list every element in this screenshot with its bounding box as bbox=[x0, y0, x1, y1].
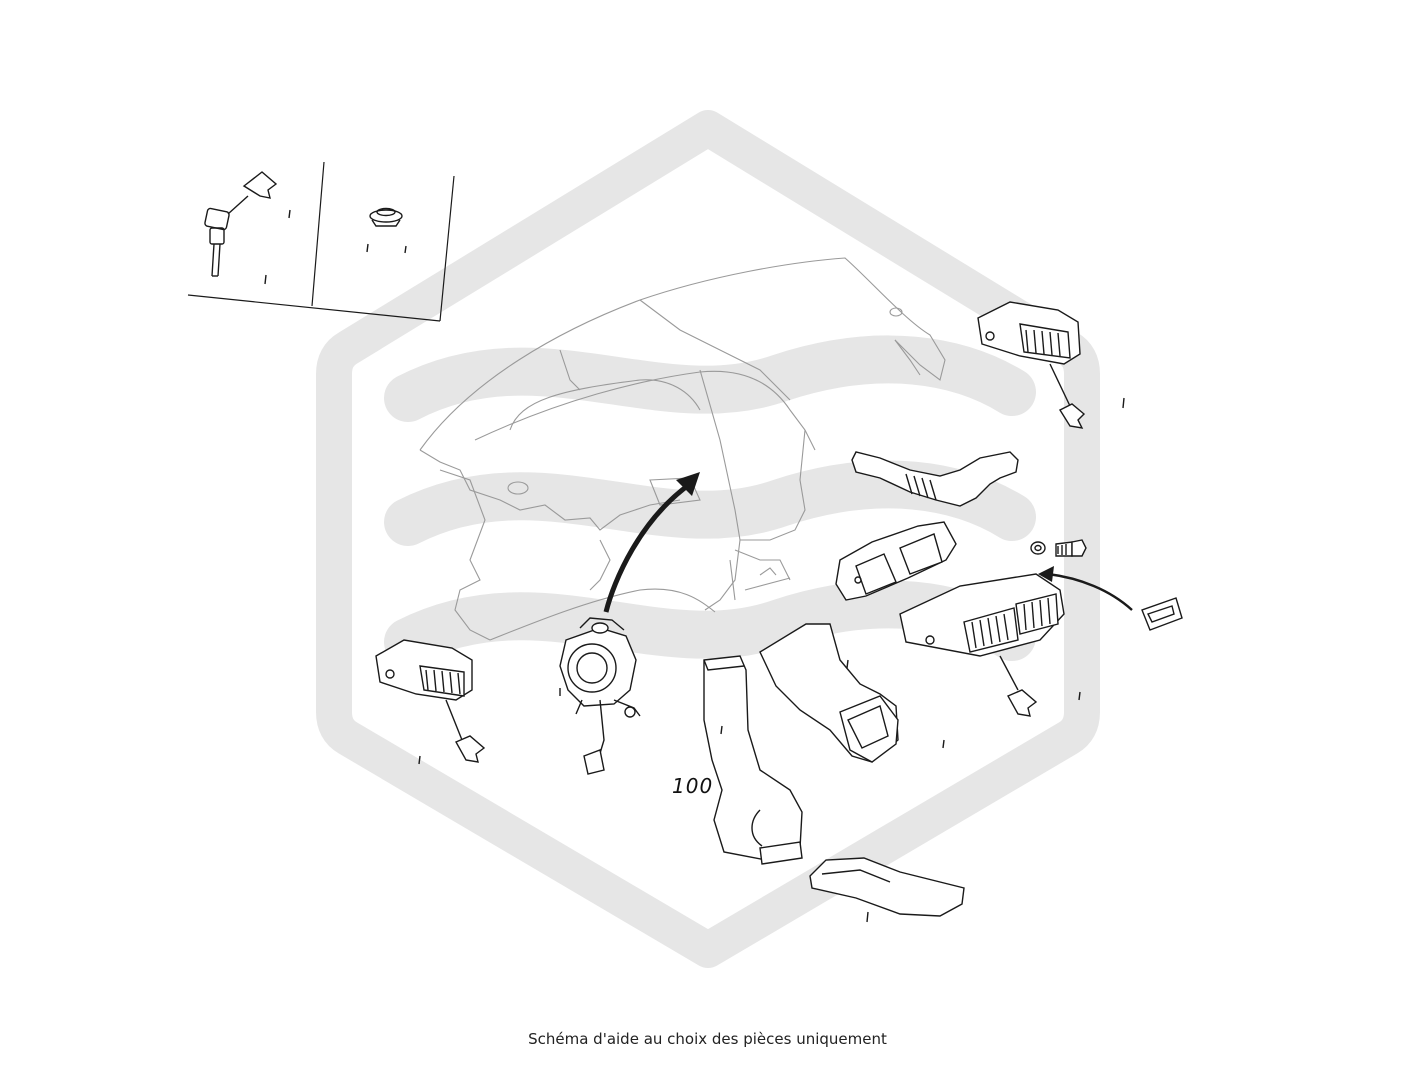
right-side-air-vent bbox=[977, 301, 1125, 429]
left-side-air-vent bbox=[375, 639, 486, 765]
inset-box bbox=[187, 161, 455, 322]
center-air-vent bbox=[899, 573, 1081, 749]
footwell-duct-left bbox=[703, 655, 803, 865]
dashboard-panel bbox=[419, 257, 946, 641]
footwell-duct-right bbox=[759, 623, 899, 763]
arrow-clip-to-center-vent bbox=[1038, 566, 1133, 611]
grommet bbox=[366, 207, 407, 254]
rear-floor-duct bbox=[809, 857, 965, 923]
part-number-label: 100 bbox=[672, 774, 714, 798]
center-vent-frame bbox=[835, 521, 957, 601]
screw bbox=[1055, 539, 1087, 557]
arrow-actuator-to-dashboard bbox=[603, 472, 700, 613]
ambient-temperature-sensor bbox=[204, 171, 291, 285]
defroster-duct bbox=[851, 451, 1019, 507]
connector-clip bbox=[1141, 597, 1183, 631]
heater-motor-actuator bbox=[559, 617, 641, 775]
washer bbox=[1030, 541, 1046, 555]
diagram-caption: Schéma d'aide au choix des pièces unique… bbox=[528, 1030, 887, 1048]
